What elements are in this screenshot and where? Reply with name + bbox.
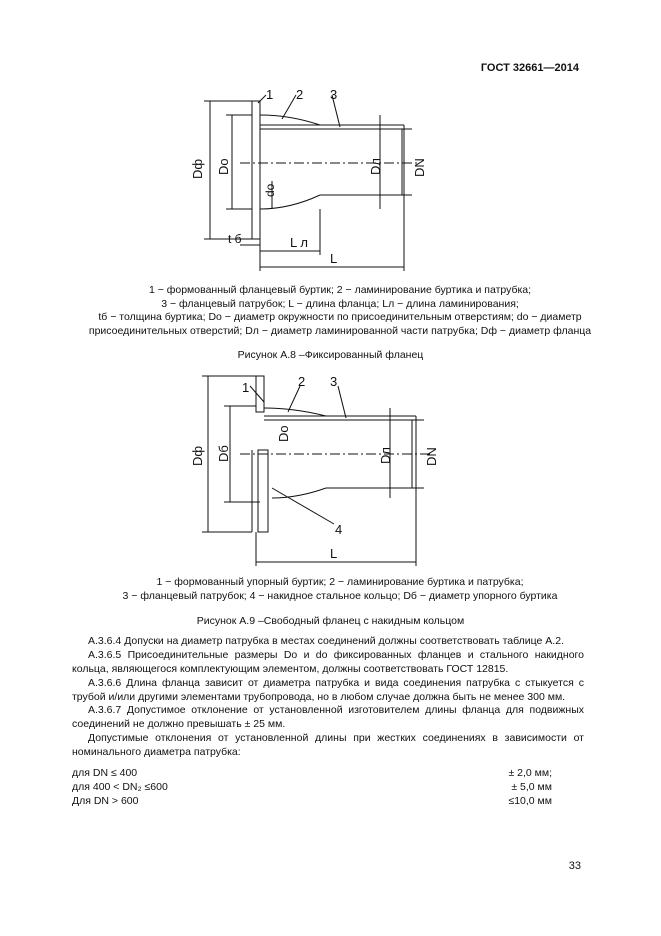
paragraph-a367: А.3.6.7 Допустимое отклонение от установ… [72, 704, 584, 730]
caption-line: 3 − фланцевый патрубок; L − длина фланца… [161, 297, 519, 310]
a8-label-3: 3 [330, 87, 337, 102]
a9-label-l: L [330, 546, 337, 561]
tolerance-row: для DN ≤ 400 ± 2,0 мм; [72, 767, 552, 781]
tolerance-value: ± 5,0 мм [511, 781, 552, 793]
tolerance-condition: для DN ≤ 400 [72, 767, 138, 779]
a9-label-3: 3 [330, 374, 337, 389]
a8-label-tb: t б [228, 232, 242, 246]
caption-line: 1 − формованный упорный буртик; 2 − лами… [156, 576, 524, 588]
figure-a8-drawing: 1 2 3 Dф Dо dо Dл DN t б L л L [190, 87, 427, 271]
a8-label-l: L [330, 251, 337, 266]
a8-label-dn: DN [412, 158, 427, 177]
caption-line: 1 − формованный фланцевый буртик; 2 − ла… [148, 284, 532, 296]
a9-label-4: 4 [335, 522, 342, 537]
a8-label-dl: Dл [368, 158, 383, 175]
tolerance-value: ≤10,0 мм [508, 795, 552, 807]
figure-a9-drawing: 1 2 3 4 Dф Dб Dо Dл DN L [190, 374, 439, 566]
a8-label-ll: L л [290, 235, 308, 250]
a9-label-dn: DN [424, 447, 439, 466]
caption-line: tб − толщина буртика; Dо − диаметр окруж… [98, 311, 582, 324]
a9-label-do: Dо [276, 425, 291, 442]
figure-a9-caption: 1 − формованный упорный буртик; 2 − лами… [60, 576, 620, 603]
page-number: 33 [568, 860, 581, 872]
a9-label-dl: Dл [378, 447, 393, 464]
caption-line: 3 − фланцевый патрубок; 4 − накидное ста… [122, 589, 558, 602]
figure-a8-title: Рисунок А.8 –Фиксированный фланец [237, 349, 424, 361]
tolerance-value: ± 2,0 мм; [508, 767, 552, 779]
a8-label-do: Dо [216, 158, 231, 175]
a8-label-dph: Dф [190, 159, 205, 179]
tolerance-row: для 400 < DN₂ ≤600 ± 5,0 мм [72, 781, 552, 795]
a9-label-1: 1 [242, 380, 249, 395]
figure-a8-caption: 1 − формованный фланцевый буртик; 2 − ла… [60, 284, 620, 338]
tolerance-condition: Для DN > 600 [72, 795, 139, 807]
a9-label-dph: Dф [190, 446, 205, 466]
paragraph-a366: А.3.6.6 Длина фланца зависит от диаметра… [72, 677, 584, 703]
figure-a9-title: Рисунок А.9 –Свободный фланец с накидным… [196, 615, 465, 627]
a8-label-2: 2 [296, 87, 303, 102]
paragraph-a365: А.3.6.5 Присоединительные размеры Dо и d… [72, 649, 584, 675]
a8-label-1: 1 [266, 87, 273, 102]
a9-label-2: 2 [298, 374, 305, 389]
a8-label-small-do: dо [263, 183, 277, 197]
tolerance-row: Для DN > 600 ≤10,0 мм [72, 795, 552, 809]
tolerance-condition: для 400 < DN₂ ≤600 [72, 781, 168, 793]
document-header: ГОСТ 32661—2014 [480, 62, 579, 74]
paragraph-tolerances-intro: Допустимые отклонения от установленной д… [72, 732, 584, 758]
a9-label-db: Dб [216, 445, 231, 462]
caption-line: присоединительных отверстий; Dл − диамет… [88, 324, 592, 337]
paragraph-a364: А.3.6.4 Допуски на диаметр патрубка в ме… [88, 635, 564, 647]
